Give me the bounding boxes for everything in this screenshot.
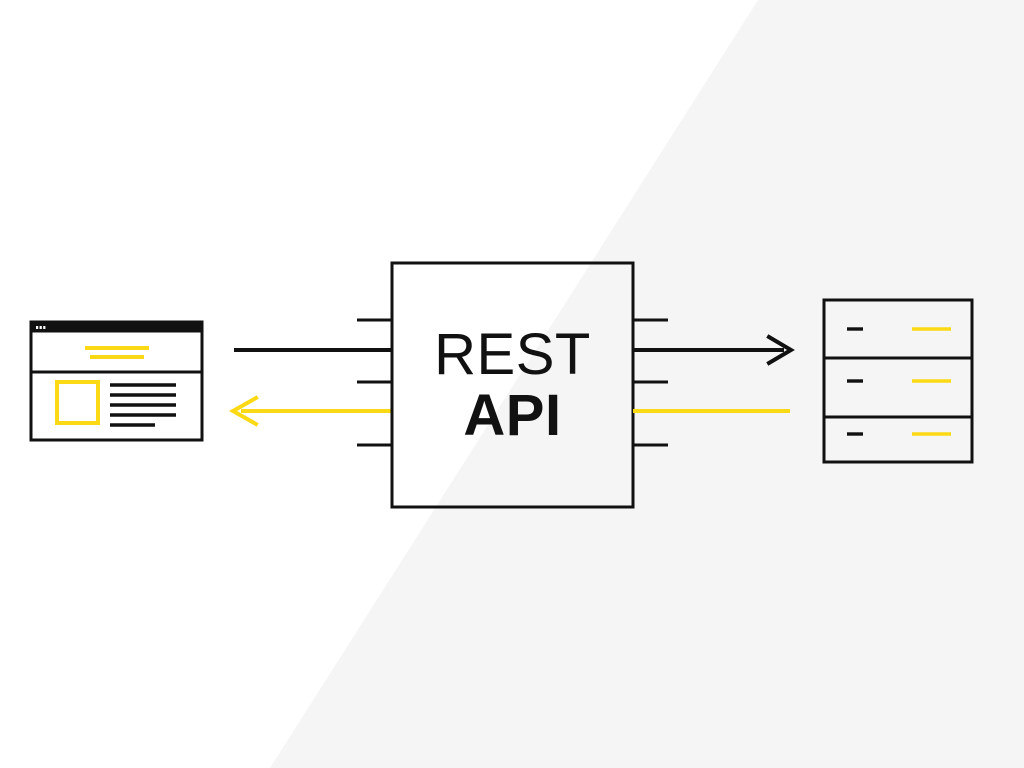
browser-dot-2-icon <box>39 326 42 329</box>
diagonal-gray-wedge <box>270 0 1024 768</box>
browser-dot-1-icon <box>36 326 39 329</box>
browser-thumbnail-icon <box>55 380 100 425</box>
browser-window[interactable] <box>29 320 204 442</box>
server-rack[interactable] <box>822 298 974 464</box>
arrowhead-left-yellow-icon <box>228 395 259 427</box>
server-rack-frame <box>822 298 974 464</box>
browser-titlebar <box>32 323 201 333</box>
rest-api-box[interactable] <box>390 261 635 509</box>
browser-dot-3-icon <box>43 326 46 329</box>
arrowhead-right-black-icon <box>766 334 795 366</box>
